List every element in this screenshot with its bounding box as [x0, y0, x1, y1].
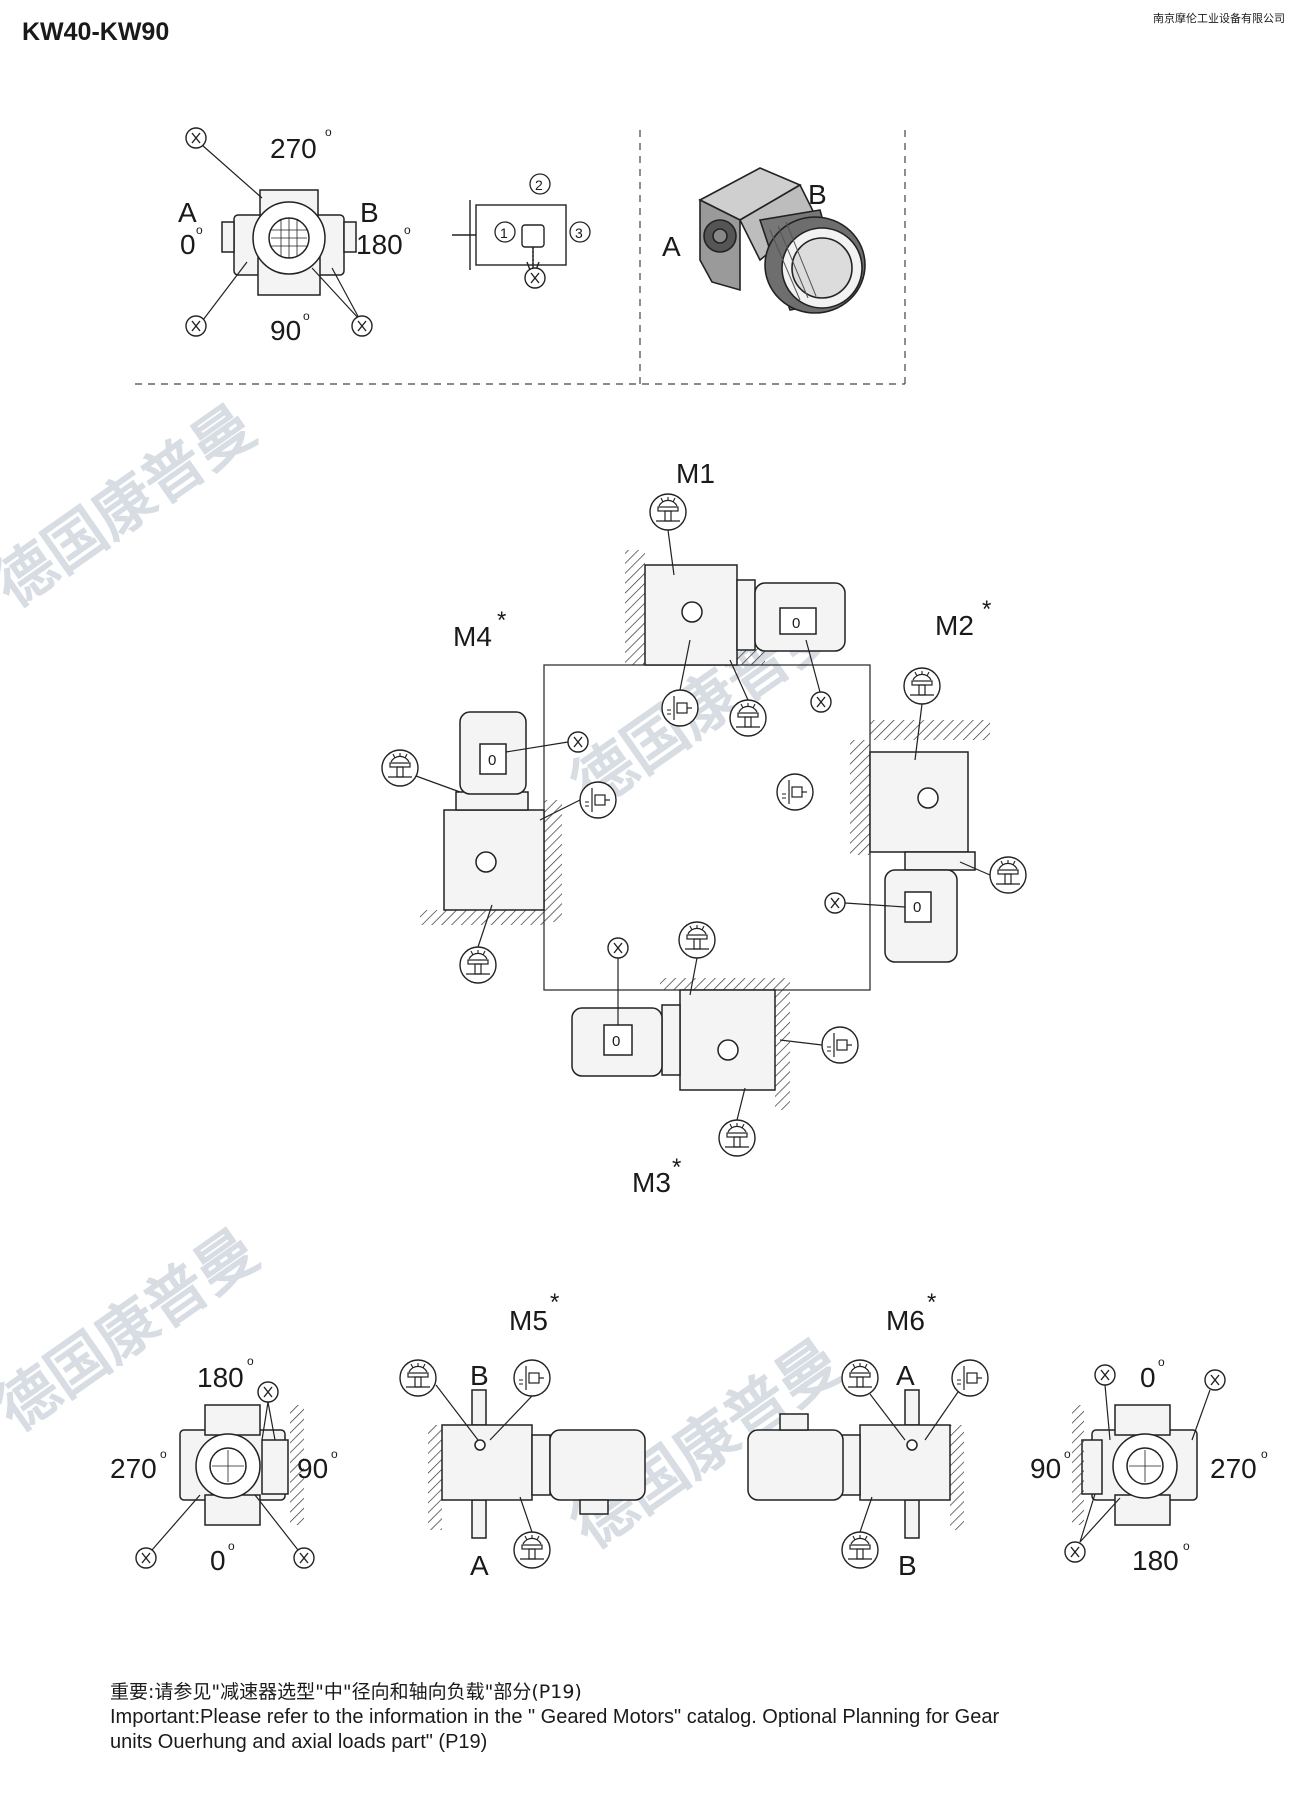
m5-assembly [399, 1359, 646, 1569]
bl-deg-270: 270 [110, 1453, 157, 1484]
bottom-left-end-view [179, 1404, 289, 1526]
top-side-b: B [360, 197, 379, 228]
m2-label: M2 [935, 610, 974, 641]
br-deg-90: 90 [1030, 1453, 1061, 1484]
pos-1: 1 [500, 225, 508, 241]
pos-3: 3 [575, 225, 583, 241]
m1-label: M1 [676, 458, 715, 489]
watermark-1: 德国康普曼 [0, 392, 268, 621]
pos-2: 2 [535, 177, 543, 193]
footer-note-en-1: Important:Please refer to the informatio… [110, 1706, 1000, 1728]
gear-motor-3d-sketch [698, 167, 866, 314]
m6-star: * [927, 1289, 936, 1316]
top-deg-90: 90 [270, 315, 301, 346]
br-deg-270: 270 [1210, 1453, 1257, 1484]
m6-side-b: B [898, 1550, 917, 1581]
company-name: 南京摩伦工业设备有限公司 [1153, 12, 1285, 25]
bl-deg-180: 180 [197, 1362, 244, 1393]
br-deg-90-symbol: o [1064, 1447, 1071, 1461]
page-title: KW40-KW90 [22, 18, 170, 46]
mounting-positions: 0 M1 0 [381, 458, 1027, 1198]
m1-terminal-zero: 0 [792, 615, 800, 632]
bl-deg-0: 0 [210, 1545, 226, 1576]
top-deg-270: 270 [270, 133, 317, 164]
m5-label: M5 [509, 1305, 548, 1336]
m6-label: M6 [886, 1305, 925, 1336]
bl-deg-90: 90 [297, 1453, 328, 1484]
bottom-right-end-view [1081, 1404, 1198, 1526]
br-deg-0: 0 [1140, 1362, 1156, 1393]
br-deg-180-symbol: o [1183, 1539, 1190, 1553]
m1-assembly: 0 [625, 493, 846, 737]
top-deg-0: 0 [180, 229, 196, 260]
bl-deg-90-symbol: o [331, 1447, 338, 1461]
m6-side-a: A [896, 1360, 915, 1391]
top-deg-270-symbol: o [325, 125, 332, 139]
top-deg-0-symbol: o [196, 223, 203, 237]
m4-assembly: 0 [381, 711, 617, 984]
m5-side-b: B [470, 1360, 489, 1391]
m3-label: M3 [632, 1167, 671, 1198]
bl-deg-0-symbol: o [228, 1539, 235, 1553]
m5-star: * [550, 1289, 559, 1316]
motor-side-a: A [662, 231, 681, 262]
footer-note: 重要:请参见"减速器选型"中"径向和轴向负载"部分(P19) Important… [110, 1680, 999, 1755]
m3-assembly: 0 [571, 921, 859, 1157]
top-deg-180: 180 [356, 229, 403, 260]
top-deg-90-symbol: o [303, 309, 310, 323]
bl-deg-270-symbol: o [160, 1447, 167, 1461]
br-deg-270-symbol: o [1261, 1447, 1268, 1461]
m2-assembly: 0 [776, 667, 1027, 963]
footer-note-cn: 重要:请参见"减速器选型"中"径向和轴向负载"部分(P19) [110, 1681, 582, 1703]
m5-side-a: A [470, 1550, 489, 1581]
m2-star: * [982, 596, 991, 623]
m3-star: * [672, 1154, 681, 1181]
m3-terminal-zero: 0 [612, 1033, 620, 1050]
top-gearbox-end-view [221, 189, 357, 296]
m4-label: M4 [453, 621, 492, 652]
m6-assembly [747, 1359, 989, 1569]
m2-terminal-zero: 0 [913, 899, 921, 916]
m4-terminal-zero: 0 [488, 752, 496, 769]
br-deg-180: 180 [1132, 1545, 1179, 1576]
motor-side-b: B [808, 179, 827, 210]
bl-deg-180-symbol: o [247, 1354, 254, 1368]
top-panel: 270 o A 0 o B 180 o 90 o 2 1 3 [135, 125, 906, 385]
bottom-row: 180 o 270 o 90 o 0 o M5 * [110, 1289, 1268, 1581]
footer-note-en-2: units Ouerhung and axial loads part" (P1… [110, 1731, 488, 1753]
m4-star: * [497, 607, 506, 634]
br-deg-0-symbol: o [1158, 1355, 1165, 1369]
top-side-a: A [178, 197, 197, 228]
top-deg-180-symbol: o [404, 223, 411, 237]
